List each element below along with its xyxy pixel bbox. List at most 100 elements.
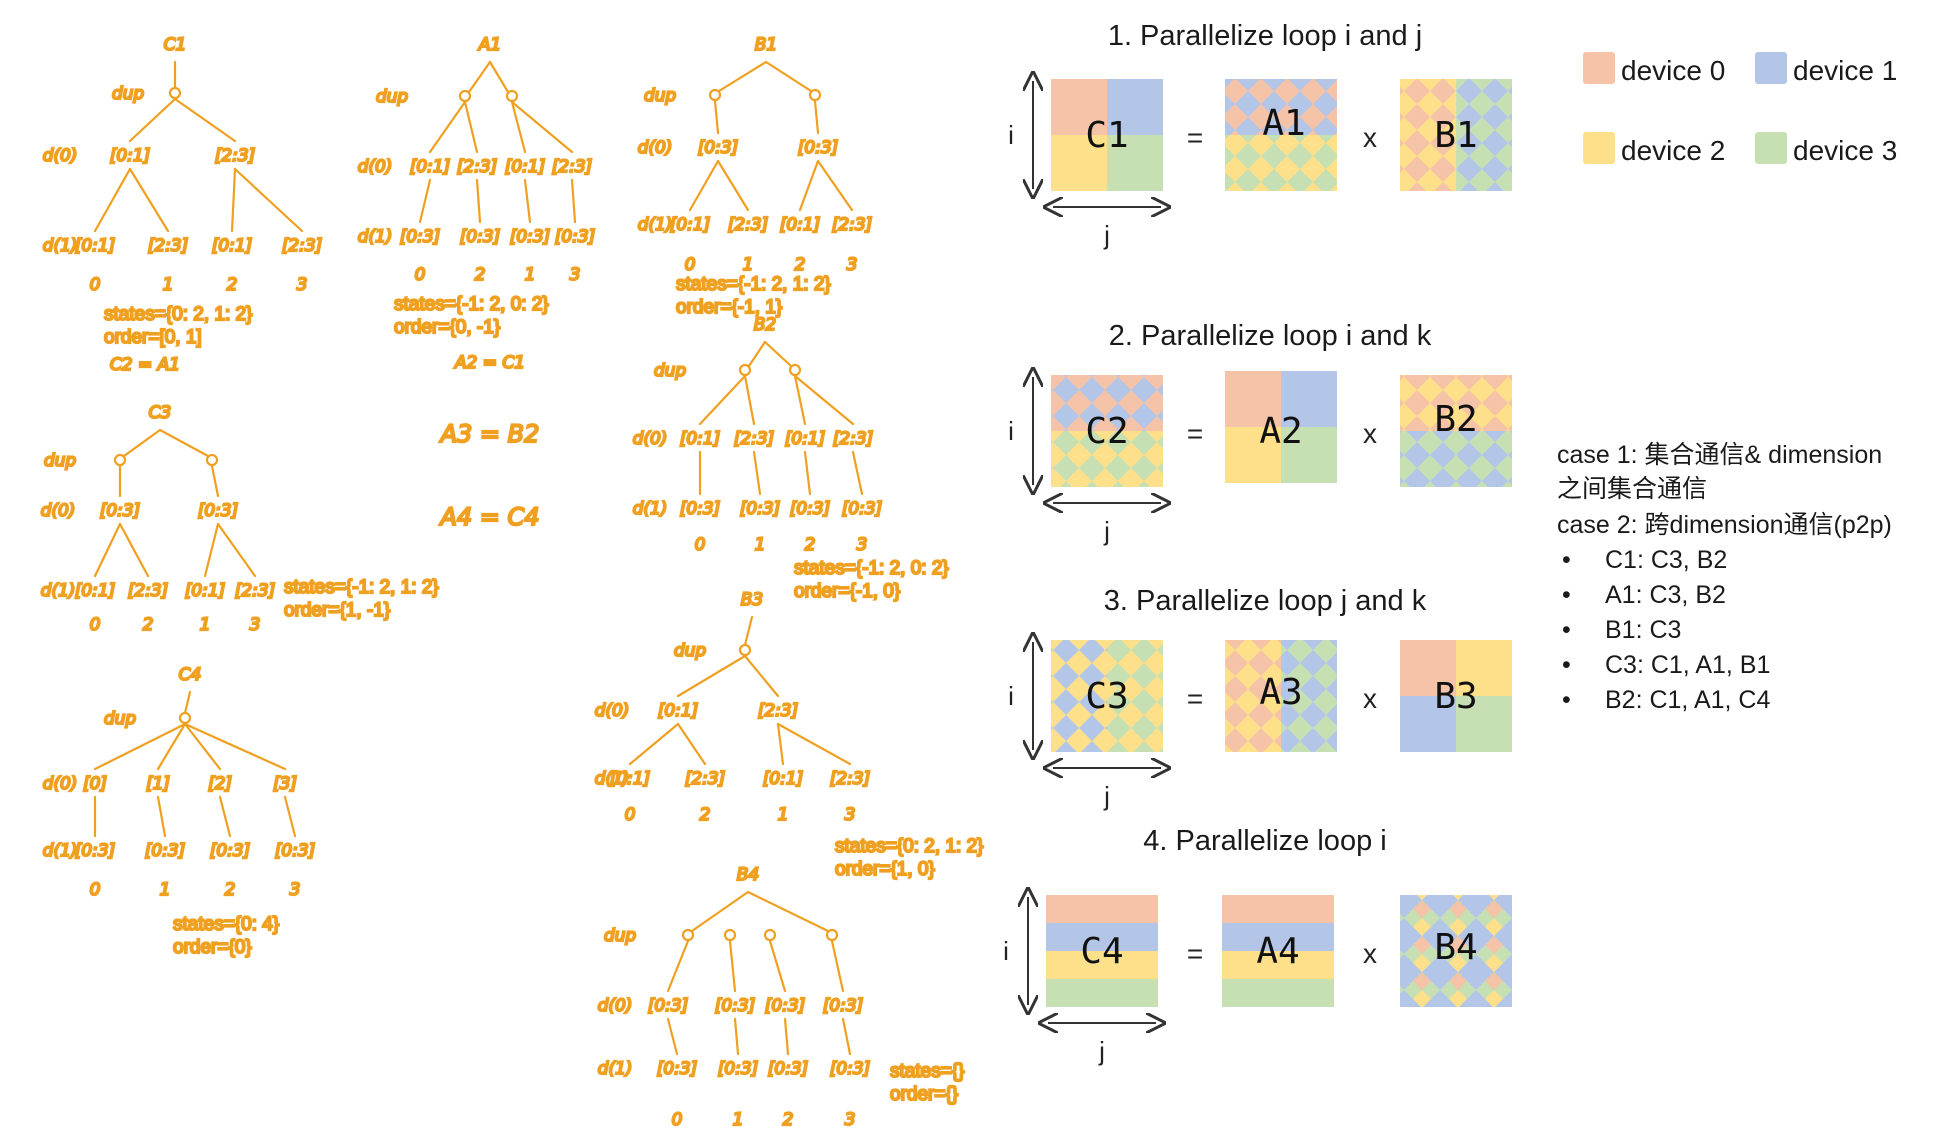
block: [1400, 895, 1512, 1007]
bullet-dot: •: [1562, 616, 1571, 644]
block: [1225, 427, 1281, 483]
device-id: 3: [290, 880, 301, 900]
block: [1222, 979, 1334, 1007]
states-text: states={0: 4}: [173, 914, 279, 935]
section-title: 1. Parallelize loop i and j: [1108, 20, 1422, 52]
tree-edge: [467, 60, 492, 94]
block: [1400, 696, 1456, 752]
device-id: 2: [795, 255, 806, 275]
case2-line: case 2: 跨dimension通信(p2p): [1557, 511, 1892, 539]
tree-edge: [743, 615, 754, 647]
tree-edge: [488, 60, 510, 94]
device-id: 0: [90, 880, 101, 900]
dim1-range: [0:3]: [657, 1059, 698, 1079]
dup-label: dup: [654, 361, 687, 381]
dup-label: dup: [104, 709, 137, 729]
tree-edge: [475, 178, 482, 224]
tree-a1: A1dupd(0)d(1)[0:1][2:3][0:1][2:3][0:3][0…: [356, 34, 596, 339]
states-text: states={-1: 2, 0: 2}: [794, 558, 949, 579]
tree-edge: [743, 374, 756, 426]
matrix-c4: [1046, 895, 1158, 1007]
tree-edge: [816, 159, 854, 212]
device-id: 2: [700, 805, 711, 825]
tree-edge: [783, 1017, 790, 1056]
tree-edge: [183, 722, 287, 771]
dim0-range: [0:1]: [680, 429, 721, 449]
tree-edge: [776, 722, 785, 766]
legend-label-device-3: device 3: [1793, 135, 1897, 166]
tree-edge: [764, 60, 813, 93]
tree-edge: [813, 99, 820, 135]
tree-edge: [93, 167, 132, 233]
tree-node: [178, 711, 192, 725]
states-text: states={0: 2, 1: 2}: [835, 836, 983, 857]
block: [1456, 696, 1512, 752]
times-sign: x: [1363, 418, 1377, 449]
tree-edge: [666, 1017, 679, 1056]
tree-edge: [676, 654, 747, 698]
i-axis-label: i: [1008, 681, 1014, 711]
dim0-range: [2:3]: [758, 701, 799, 721]
dim1-range: [0:3]: [75, 841, 116, 861]
block: [1051, 431, 1163, 487]
tree-edge: [183, 690, 192, 715]
dim1-range: [0:3]: [842, 499, 883, 519]
matrix-b3: [1400, 640, 1512, 752]
dim1-range: [0:3]: [718, 1059, 759, 1079]
tree-edge: [716, 159, 750, 212]
dim1-range: [0:3]: [400, 227, 441, 247]
device-id: 3: [570, 265, 581, 285]
tree-edge: [93, 522, 122, 578]
d1-label: d(1): [633, 499, 668, 519]
d0-label: d(0): [43, 146, 78, 166]
tree-diagrams: C1dupd(0)d(1)[0:1][2:3][0:1][2:3][0:1][2…: [39, 34, 984, 1131]
dim0-range: [0:3]: [765, 996, 806, 1016]
tree-edge: [218, 795, 232, 838]
d1-label: d(1): [638, 215, 673, 235]
matrix-b4: [1400, 895, 1512, 1007]
tree-edge: [776, 722, 852, 766]
order-text: order={1, 0}: [835, 859, 935, 880]
tree-edge: [747, 340, 767, 368]
tree-edge: [798, 159, 820, 212]
tree-edge: [746, 890, 830, 933]
dim0-range: [3]: [273, 774, 297, 794]
tree-node: [738, 643, 752, 657]
tree-edge: [156, 795, 167, 838]
dim0-range: [2:3]: [215, 146, 256, 166]
bullet-item: B2: C1, A1, C4: [1605, 686, 1770, 714]
block: [1107, 135, 1163, 191]
matrix-b1: [1400, 79, 1512, 191]
dim1-range: [0:1]: [610, 769, 651, 789]
matrix-label: C2: [1085, 411, 1128, 452]
dim0-range: [0:3]: [198, 501, 239, 521]
dim1-range: [0:3]: [768, 1059, 809, 1079]
tree-edge: [841, 1017, 852, 1056]
matrix-label: C4: [1080, 931, 1123, 972]
tree-title: B2: [754, 315, 776, 335]
i-axis-label: i: [1008, 416, 1014, 446]
tree-edge: [418, 178, 432, 224]
dim0-range: [0:1]: [110, 146, 151, 166]
device-id: 2: [475, 265, 486, 285]
j-axis-label: j: [1103, 516, 1110, 546]
block: [1046, 923, 1158, 951]
tree-edge: [698, 374, 747, 426]
block: [1046, 951, 1158, 979]
equation-a4-c4: A4 = C4: [438, 503, 539, 531]
dim1-range: [0:1]: [75, 236, 116, 256]
tree-title: B3: [741, 590, 763, 610]
dim0-range: [0:3]: [715, 996, 756, 1016]
i-axis-label: i: [1003, 936, 1009, 966]
device-id: 1: [733, 1110, 744, 1130]
i-axis-label: i: [1008, 120, 1014, 150]
legend-swatch-device-1: [1755, 52, 1787, 84]
tree-edge: [183, 722, 222, 771]
dim0-range: [0:1]: [410, 157, 451, 177]
matrix-label: B2: [1434, 399, 1477, 440]
tree-title: C4: [179, 665, 202, 685]
tree-edge: [763, 340, 793, 368]
